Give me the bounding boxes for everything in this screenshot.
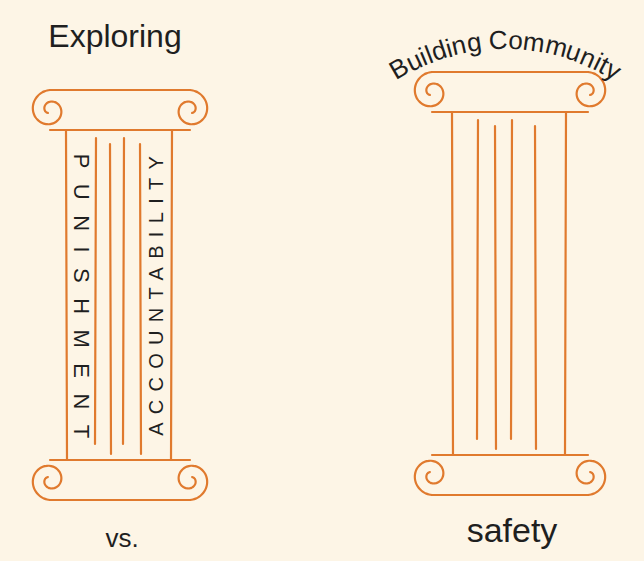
pillar-node: Building Community safety [340,0,644,561]
shaft-flute [495,126,496,449]
base-volute [33,466,62,500]
shaft-flute [477,120,478,439]
arc-letter: o [508,27,524,54]
heading-text: Exploring [48,20,181,52]
capital-line [50,89,190,91]
capital-volute [33,90,62,124]
capital-line [50,129,190,131]
base-line [50,499,190,501]
base-volute [415,461,444,495]
capital-line [432,111,588,113]
arched-heading: Building Community [340,0,644,74]
base-volute [179,466,208,500]
connector-word: vs. [105,525,138,551]
vertical-label: PUNISHMENT [70,138,92,453]
capital-volute [415,72,444,106]
shaft-flute [140,144,141,454]
shaft-edge [171,130,172,460]
shaft-edge [452,112,453,455]
arc-letter [480,28,490,55]
capital-volute [179,90,208,124]
footer-text: safety [467,513,558,547]
base-line [432,494,588,496]
vertical-label: ACCOUNTABILITY [146,148,166,444]
shaft-edge [66,130,67,460]
capital-line [432,71,588,73]
pillar-outline [0,0,230,561]
pillar-outline [340,0,644,561]
shaft-flute [123,138,124,444]
base-line [50,459,190,461]
shaft-edge [565,112,566,455]
shaft-flute [110,144,111,454]
shaft-flute [511,120,512,439]
base-volute [577,461,606,495]
arc-letter: C [488,27,508,54]
pillar-node: ExploringPUNISHMENT vs. ACCOUNTABILITY [0,0,230,561]
shaft-flute [95,138,96,444]
shaft-flute [535,126,536,449]
